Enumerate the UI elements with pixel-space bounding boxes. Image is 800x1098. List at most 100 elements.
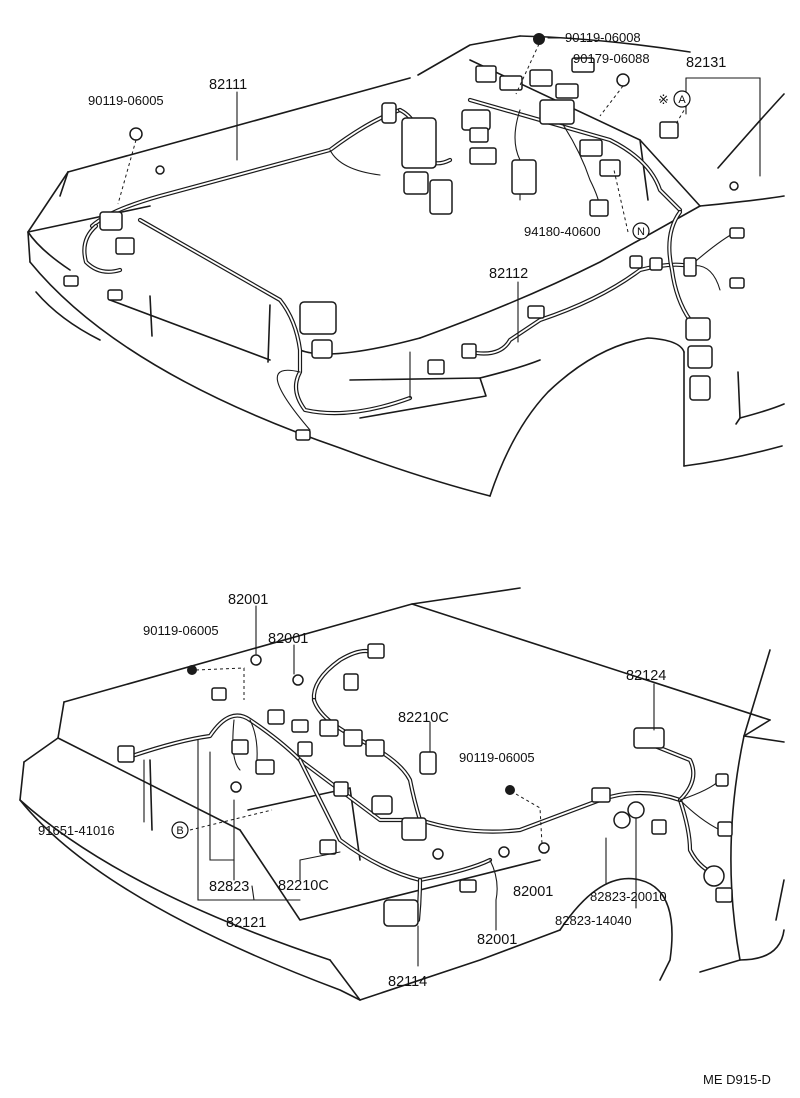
washer-connector (461, 343, 477, 359)
part-label-82823: 82823 (209, 879, 249, 895)
clip (432, 848, 444, 860)
clip (155, 165, 165, 175)
part-label-82001: 82001 (228, 592, 268, 608)
combination-lamp-connector (319, 719, 339, 737)
quarter-connector (591, 787, 611, 803)
combination-lamp-connector (343, 729, 363, 747)
marker-a: A (678, 94, 686, 106)
part-label-94180-40600: 94180-40600 (524, 224, 601, 239)
part-label-82001: 82001 (268, 631, 308, 647)
trunk-connector (367, 643, 385, 659)
fog-lamp-connector (427, 359, 445, 375)
bottom-leader-lines (143, 605, 655, 967)
trunk-connector (297, 741, 313, 757)
trunk-connector (333, 781, 349, 797)
abs-connector (649, 257, 663, 271)
grommet-connector (683, 257, 697, 277)
quarter-connector (651, 819, 667, 835)
part-label-82121: 82121 (226, 915, 266, 931)
quarter-connector (715, 887, 733, 903)
bottom-car-body-outline (19, 587, 785, 1001)
marker-b-circle (171, 821, 189, 839)
trunk-connector (291, 719, 309, 733)
part-label-82210c: 82210C (278, 878, 329, 894)
clip (729, 181, 739, 191)
part-label-82001: 82001 (513, 884, 553, 900)
clip-82001 (292, 674, 304, 686)
relay-connector (401, 817, 427, 841)
top-connectors (63, 33, 745, 441)
marker-b: B (176, 825, 183, 837)
cowl-connector (579, 139, 603, 157)
abs-connector (629, 255, 643, 269)
bolt-90119-06005 (187, 665, 197, 675)
sensor-connector (403, 171, 429, 195)
star-symbol: ※ (658, 92, 669, 107)
clip-82001 (538, 842, 550, 854)
junction-block (511, 159, 537, 195)
trunk-connector (267, 709, 285, 725)
cowl-connector (555, 83, 579, 99)
fender-connector (729, 277, 745, 289)
cowl-connector (529, 69, 553, 87)
part-label-82112: 82112 (489, 266, 528, 282)
marker-n: N (637, 226, 645, 238)
top-leader-lines (236, 37, 761, 343)
nut-90179-06088 (616, 73, 630, 87)
marker-a-circle (673, 90, 691, 108)
part-label-91651-41016: 91651-41016 (38, 823, 115, 838)
fender-connector (685, 317, 711, 341)
firewall-connector (469, 127, 489, 143)
quarter-connector (717, 821, 733, 837)
part-label-82823-20010: 82823-20010 (590, 889, 667, 904)
grommet-82823 (230, 781, 242, 793)
fender-connector (729, 227, 745, 239)
grommet (703, 865, 725, 887)
part-label-82114: 82114 (388, 974, 427, 990)
bolt-90119-06005 (129, 127, 143, 141)
trunk-connector (211, 687, 227, 701)
trunk-connector (255, 759, 275, 775)
part-label-90179-06088: 90179-06088 (573, 51, 650, 66)
top-view: 82111 90119-06005 90119-06008 90179-0608… (27, 30, 785, 497)
bottom-connectors (117, 643, 733, 927)
firewall-connector (469, 147, 497, 165)
part-label-90119-06005: 90119-06005 (459, 750, 535, 765)
headlamp-connector (99, 211, 123, 231)
fender-connector (687, 345, 713, 369)
cowl-connector (599, 159, 621, 177)
clip-82001 (498, 846, 510, 858)
figure-code: ME D915-D (703, 1072, 771, 1087)
turn-lamp-connector (107, 289, 123, 301)
marker-n-circle (632, 222, 650, 240)
trunk-connector (371, 795, 393, 815)
part-label-90119-06005: 90119-06005 (143, 623, 219, 638)
cowl-connector (499, 75, 523, 91)
trunk-connector (231, 739, 249, 755)
top-part-labels: 82111 90119-06005 90119-06008 90179-0608… (88, 30, 726, 282)
trunk-connector (459, 879, 477, 893)
horn-connector (311, 339, 333, 359)
part-label-90119-06008: 90119-06008 (565, 30, 641, 45)
trunk-connector (319, 839, 337, 855)
cowl-connector (589, 199, 609, 217)
side-marker-connector (295, 429, 311, 441)
quarter-connector (715, 773, 729, 787)
bolt-90119-06005 (505, 785, 515, 795)
firewall-connector (461, 109, 491, 131)
part-label-82210c: 82210C (398, 710, 449, 726)
top-car-body-outline (27, 35, 785, 497)
rear-lamp-connector (117, 745, 135, 763)
part-label-82111: 82111 (209, 77, 247, 93)
turn-lamp-connector (63, 275, 79, 287)
fender-connector (689, 375, 711, 401)
part-label-82124: 82124 (626, 668, 666, 684)
ecu-connector (429, 179, 453, 215)
bottom-part-labels: 82001 90119-06005 82001 82124 82210C 901… (38, 592, 667, 990)
part-label-90119-06005: 90119-06005 (88, 93, 164, 108)
cowl-connector (571, 57, 595, 73)
headlamp-connector (115, 237, 135, 255)
part-label-82823-14040: 82823-14040 (555, 913, 632, 928)
horn-connector (299, 301, 337, 335)
combination-lamp-connector (365, 739, 385, 757)
